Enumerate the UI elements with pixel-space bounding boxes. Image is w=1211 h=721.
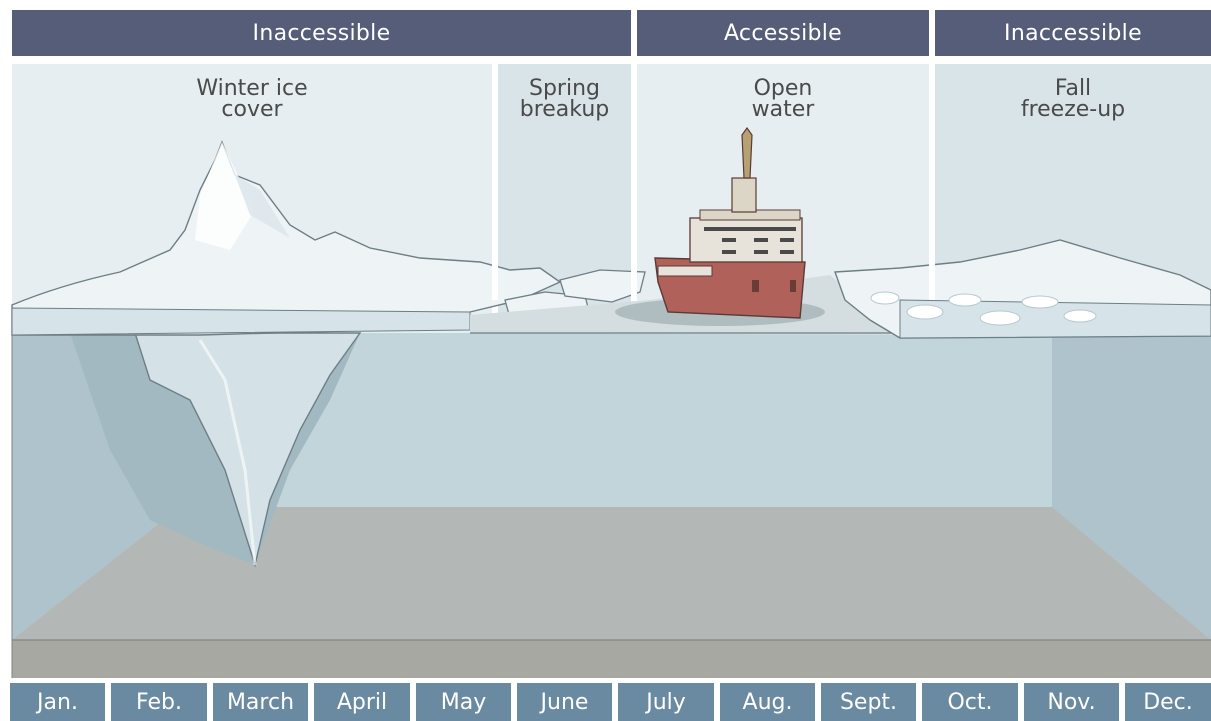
water-right-wall: [1052, 333, 1211, 640]
seabed-floor: [12, 507, 1211, 640]
month-feb: Feb.: [111, 683, 207, 721]
month-nov: Nov.: [1024, 683, 1119, 721]
band-label: Inaccessible: [1004, 20, 1142, 46]
band-label: Inaccessible: [252, 20, 391, 46]
band-inaccessible-fall: Inaccessible: [935, 10, 1211, 56]
seabed-front: [12, 640, 1211, 678]
band-inaccessible-winter: Inaccessible: [12, 10, 631, 56]
month-april: April: [314, 683, 410, 721]
month-june: June: [517, 683, 612, 721]
month-dec: Dec.: [1125, 683, 1211, 721]
ship-funnel: [731, 177, 757, 213]
month-may: May: [416, 683, 511, 721]
season-label-winter: Winter ice cover: [196, 76, 308, 122]
month-aug: Aug.: [720, 683, 815, 721]
month-march: March: [213, 683, 308, 721]
month-jan: Jan.: [10, 683, 105, 721]
month-sept: Sept.: [821, 683, 916, 721]
water-back-wall: [180, 333, 1052, 507]
band-label: Accessible: [723, 20, 843, 46]
ice-floe-2: [559, 269, 646, 303]
ship-mast: [741, 126, 753, 179]
month-oct: Oct.: [922, 683, 1018, 721]
season-label-open-water: Open water: [751, 76, 815, 122]
season-label-fall: Fall freeze-up: [1020, 76, 1126, 122]
season-label-spring: Spring breakup: [519, 76, 610, 122]
icebreaker-ship: [615, 126, 825, 326]
band-accessible: Accessible: [637, 10, 929, 56]
month-july: July: [618, 683, 714, 721]
